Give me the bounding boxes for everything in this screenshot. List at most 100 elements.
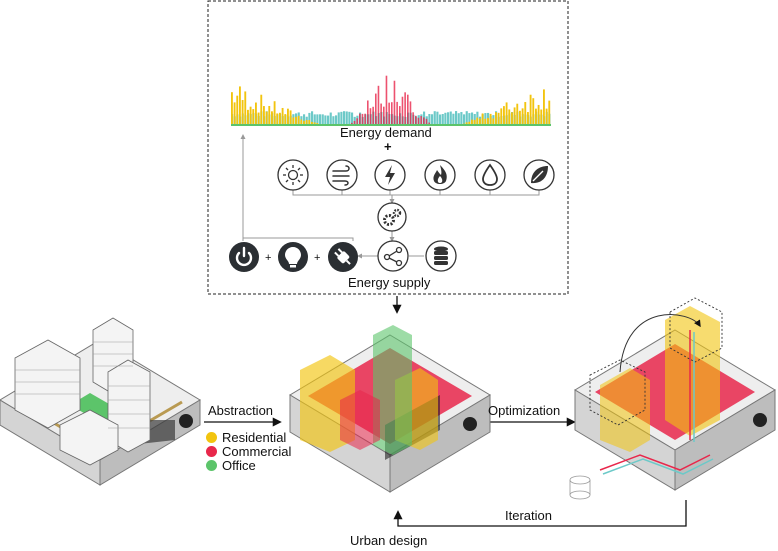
fire-icon[interactable] bbox=[424, 159, 456, 191]
database-icon[interactable] bbox=[425, 240, 457, 272]
energy-system-frame bbox=[207, 0, 569, 295]
demand-bar-commercial bbox=[351, 122, 353, 124]
lightning-icon[interactable] bbox=[374, 159, 406, 191]
demand-bar-residential bbox=[231, 92, 233, 124]
demand-bar-commercial bbox=[423, 117, 425, 124]
demand-bar-residential bbox=[521, 108, 524, 124]
demand-bar-residential bbox=[529, 94, 532, 124]
demand-baseline bbox=[231, 124, 551, 126]
demand-bar-commercial bbox=[364, 113, 366, 124]
demand-bar-residential bbox=[233, 102, 236, 124]
demand-bar-commercial bbox=[401, 96, 404, 124]
leaf-icon[interactable] bbox=[523, 159, 555, 191]
demand-bar-base bbox=[484, 113, 487, 124]
demand-bar-base bbox=[460, 112, 463, 124]
plus-sign: + bbox=[384, 139, 392, 154]
energy-supply-label: Energy supply bbox=[348, 275, 431, 290]
demand-bar-commercial bbox=[375, 93, 377, 124]
demand-bar-commercial bbox=[367, 100, 369, 124]
sun-icon[interactable] bbox=[277, 159, 309, 191]
legend-item-commercial: Commercial bbox=[206, 443, 292, 459]
demand-bar-residential bbox=[287, 108, 289, 124]
demand-bar-commercial bbox=[407, 94, 409, 124]
network-share-icon[interactable] bbox=[377, 240, 409, 272]
demand-bar-commercial bbox=[359, 113, 361, 124]
legend-swatch bbox=[206, 431, 217, 443]
demand-bar-residential bbox=[500, 108, 503, 124]
urban-design-label: Urban design bbox=[350, 533, 428, 548]
demand-bar-residential bbox=[473, 119, 476, 124]
demand-bar-commercial bbox=[353, 120, 356, 124]
energy-demand-label: Energy demand bbox=[340, 125, 432, 140]
demand-bar-commercial bbox=[369, 108, 372, 124]
legend-label: Commercial bbox=[222, 443, 292, 459]
demand-bar-base bbox=[449, 111, 452, 124]
demand-bar-base bbox=[324, 115, 327, 124]
demand-bar-base bbox=[348, 111, 351, 124]
iteration-label: Iteration bbox=[505, 508, 552, 523]
demand-bar-residential bbox=[537, 104, 540, 124]
demand-bar-residential bbox=[479, 118, 481, 124]
demand-bar-residential bbox=[311, 121, 313, 124]
demand-bar-commercial bbox=[385, 75, 388, 124]
demand-bar-base bbox=[439, 114, 442, 124]
demand-bar-residential bbox=[519, 110, 521, 124]
demand-bar-commercial bbox=[428, 122, 430, 124]
demand-bar-residential bbox=[252, 109, 255, 124]
demand-bar-residential bbox=[476, 117, 479, 124]
demand-bar-residential bbox=[503, 106, 505, 124]
demand-bar-residential bbox=[548, 100, 551, 124]
demand-bar-base bbox=[452, 113, 455, 124]
demand-bar-base bbox=[335, 115, 338, 124]
demand-bar-residential bbox=[247, 109, 249, 124]
demand-bar-residential bbox=[543, 89, 545, 124]
demand-bar-residential bbox=[532, 98, 535, 124]
demand-bar-commercial bbox=[391, 102, 393, 124]
demand-bar-residential bbox=[292, 117, 295, 124]
demand-bar-base bbox=[345, 111, 348, 124]
demand-bar-residential bbox=[297, 115, 300, 124]
lightbulb-icon[interactable] bbox=[278, 242, 308, 272]
demand-bar-residential bbox=[281, 107, 284, 124]
demand-bar-residential bbox=[497, 112, 500, 124]
demand-bar-residential bbox=[535, 108, 537, 124]
demand-bar-residential bbox=[241, 100, 244, 124]
urban-design-model bbox=[0, 317, 201, 486]
demand-bar-residential bbox=[260, 94, 263, 124]
demand-bar-base bbox=[457, 113, 460, 124]
plug-icon[interactable] bbox=[328, 242, 358, 272]
demand-bar-residential bbox=[265, 111, 268, 124]
demand-bar-commercial bbox=[356, 118, 358, 124]
demand-bar-residential bbox=[508, 109, 511, 124]
demand-bar-base bbox=[468, 113, 471, 124]
legend-swatch bbox=[206, 445, 217, 457]
demand-bar-commercial bbox=[417, 117, 420, 124]
demand-bar-residential bbox=[489, 113, 492, 124]
power-icon[interactable] bbox=[229, 242, 259, 272]
optimization-label: Optimization bbox=[488, 403, 561, 418]
demand-bar-base bbox=[319, 114, 322, 124]
demand-bar-commercial bbox=[420, 116, 422, 124]
demand-bar-residential bbox=[255, 102, 257, 124]
demand-bar-base bbox=[463, 114, 466, 124]
gears-icon[interactable] bbox=[377, 202, 407, 232]
demand-bar-base bbox=[433, 111, 436, 124]
abstraction-model bbox=[289, 325, 491, 493]
demand-bar-base bbox=[327, 115, 330, 124]
plus-sign-right: + bbox=[314, 252, 321, 264]
demand-bar-base bbox=[316, 114, 319, 124]
demand-bar-commercial bbox=[380, 103, 382, 124]
demand-bar-residential bbox=[308, 120, 311, 124]
demand-bar-base bbox=[447, 112, 450, 124]
demand-bar-residential bbox=[300, 119, 303, 124]
wind-icon[interactable] bbox=[326, 159, 358, 191]
demand-bar-base bbox=[444, 112, 447, 124]
demand-bar-base bbox=[441, 114, 444, 124]
optimization-model bbox=[569, 297, 776, 500]
demand-bar-residential bbox=[545, 108, 548, 124]
demand-bar-base bbox=[340, 111, 343, 124]
demand-bar-base bbox=[303, 114, 306, 124]
water-drop-icon[interactable] bbox=[474, 159, 506, 191]
demand-bar-base bbox=[436, 111, 439, 124]
plus-sign-left: + bbox=[265, 252, 272, 264]
